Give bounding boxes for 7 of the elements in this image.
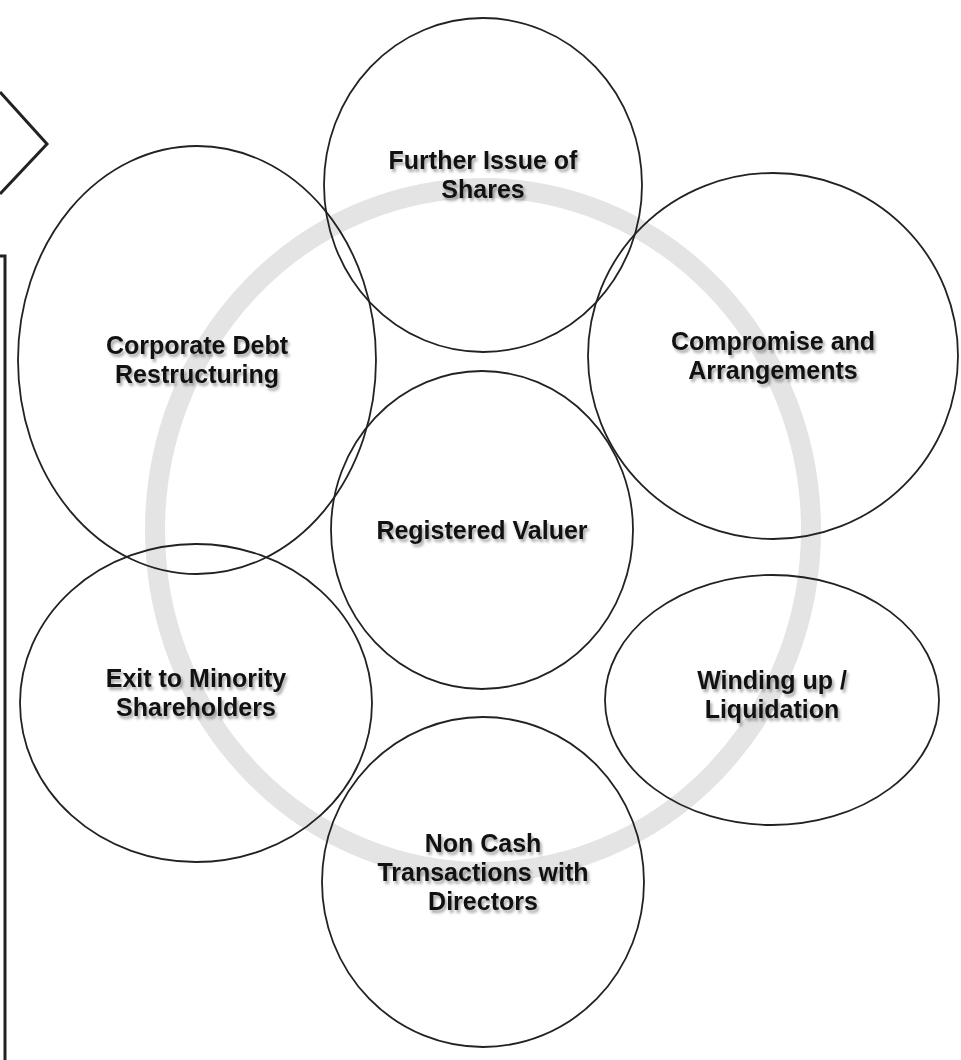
circle-label: Compromise and Arrangements	[669, 327, 877, 385]
circle-label: Non Cash Transactions with Directors	[376, 828, 590, 916]
circle-label: Registered Valuer	[375, 515, 589, 545]
circle-label: Exit to Minority Shareholders	[104, 664, 288, 722]
circle-label: Corporate Debt Restructuring	[105, 331, 289, 389]
circle-label: Winding up / Liquidation	[696, 666, 848, 724]
circle-label: Further Issue of Shares	[387, 146, 579, 204]
